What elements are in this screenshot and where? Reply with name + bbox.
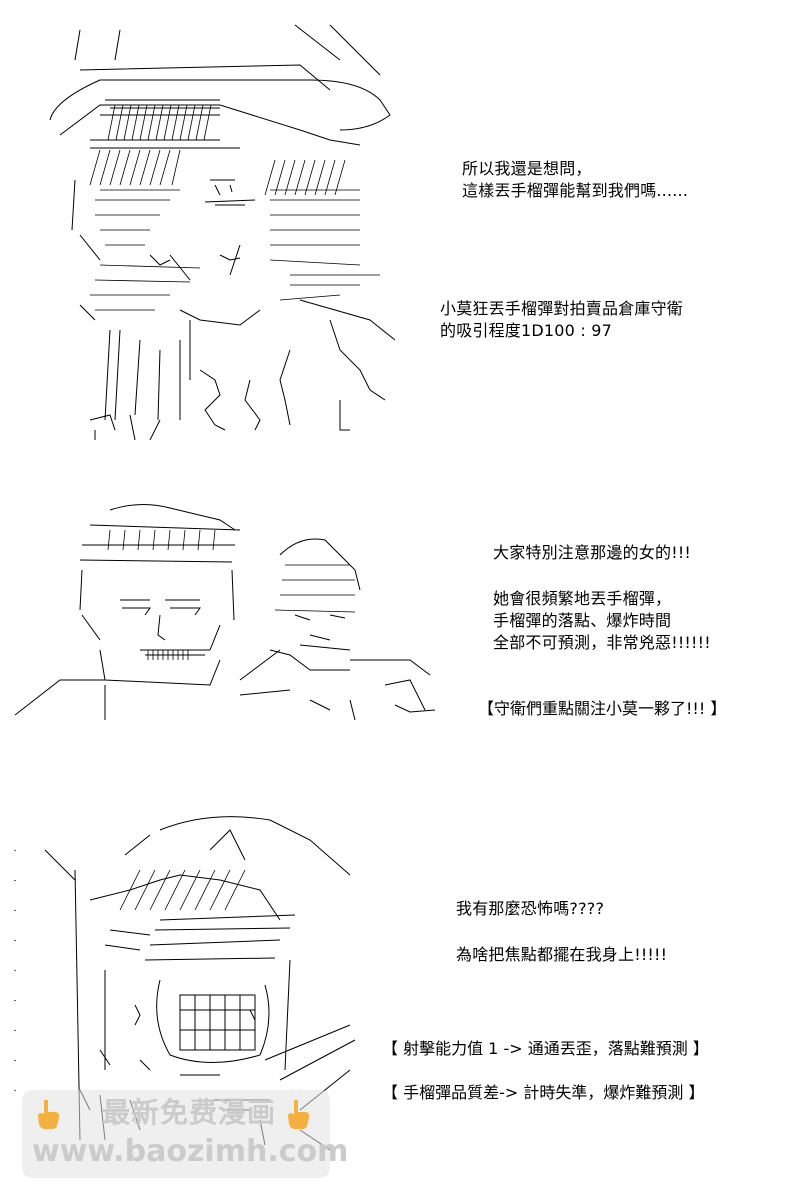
panel-2-dialogue-line-3: 全部不可預測，非常兇惡!!!!!! [493, 633, 711, 652]
panel-2-dialogue-line-2: 手榴彈的落點、爆炸時間 [493, 611, 672, 630]
panel-2-dialogue-line-1: 她會很頻繁地丟手榴彈， [493, 589, 672, 608]
panel-1: 所以我還是想問， 這樣丟手榴彈能幫到我們嗎...... 小莫狂丟手榴彈對拍賣品倉… [0, 0, 800, 440]
site-watermark: 最新免费漫画 www.baozimh.com [22, 1090, 348, 1178]
panel-1-dialogue-line-1: 所以我還是想問， [462, 159, 592, 178]
ascii-art-figure-1 [40, 20, 410, 440]
panel-3-dialogue-line-2: 為啥把焦點都擺在我身上!!!!! [456, 945, 668, 964]
panel-1-roll-line-2: 的吸引程度1D100 : 97 [440, 321, 612, 340]
panel-2-narration-bracket: 【守衛們重點關注小莫一夥了!!! 】 [478, 699, 727, 718]
ascii-art-guards [10, 500, 480, 725]
ascii-art-figure-3 [10, 810, 370, 1155]
watermark-title: 最新免费漫画 [102, 1096, 277, 1129]
panel-2: 大家特別注意那邊的女的!!! 她會很頻繁地丟手榴彈， 手榴彈的落點、爆炸時間 全… [0, 500, 800, 730]
panel-2-shout-line: 大家特別注意那邊的女的!!! [493, 543, 692, 562]
panel-3-dialogue-line-1: 我有那麼恐怖嗎???? [456, 899, 605, 918]
panel-1-roll-line-1: 小莫狂丟手榴彈對拍賣品倉庫守衛 [440, 299, 684, 318]
panel-3: 我有那麼恐怖嗎???? 為啥把焦點都擺在我身上!!!!! 【 射擊能力值 1 -… [0, 810, 800, 1170]
watermark-url: www.baozimh.com [32, 1134, 349, 1169]
pointing-hand-icon [34, 1098, 62, 1130]
panel-3-narration-shooting: 【 射擊能力值 1 -> 通通丟歪，落點難預測 】 [382, 1039, 709, 1058]
pointing-hand-icon [284, 1098, 312, 1130]
panel-3-narration-grenade-quality: 【 手榴彈品質差-> 計時失準，爆炸難預測 】 [382, 1083, 705, 1102]
panel-1-dialogue-line-2: 這樣丟手榴彈能幫到我們嗎...... [462, 181, 689, 200]
